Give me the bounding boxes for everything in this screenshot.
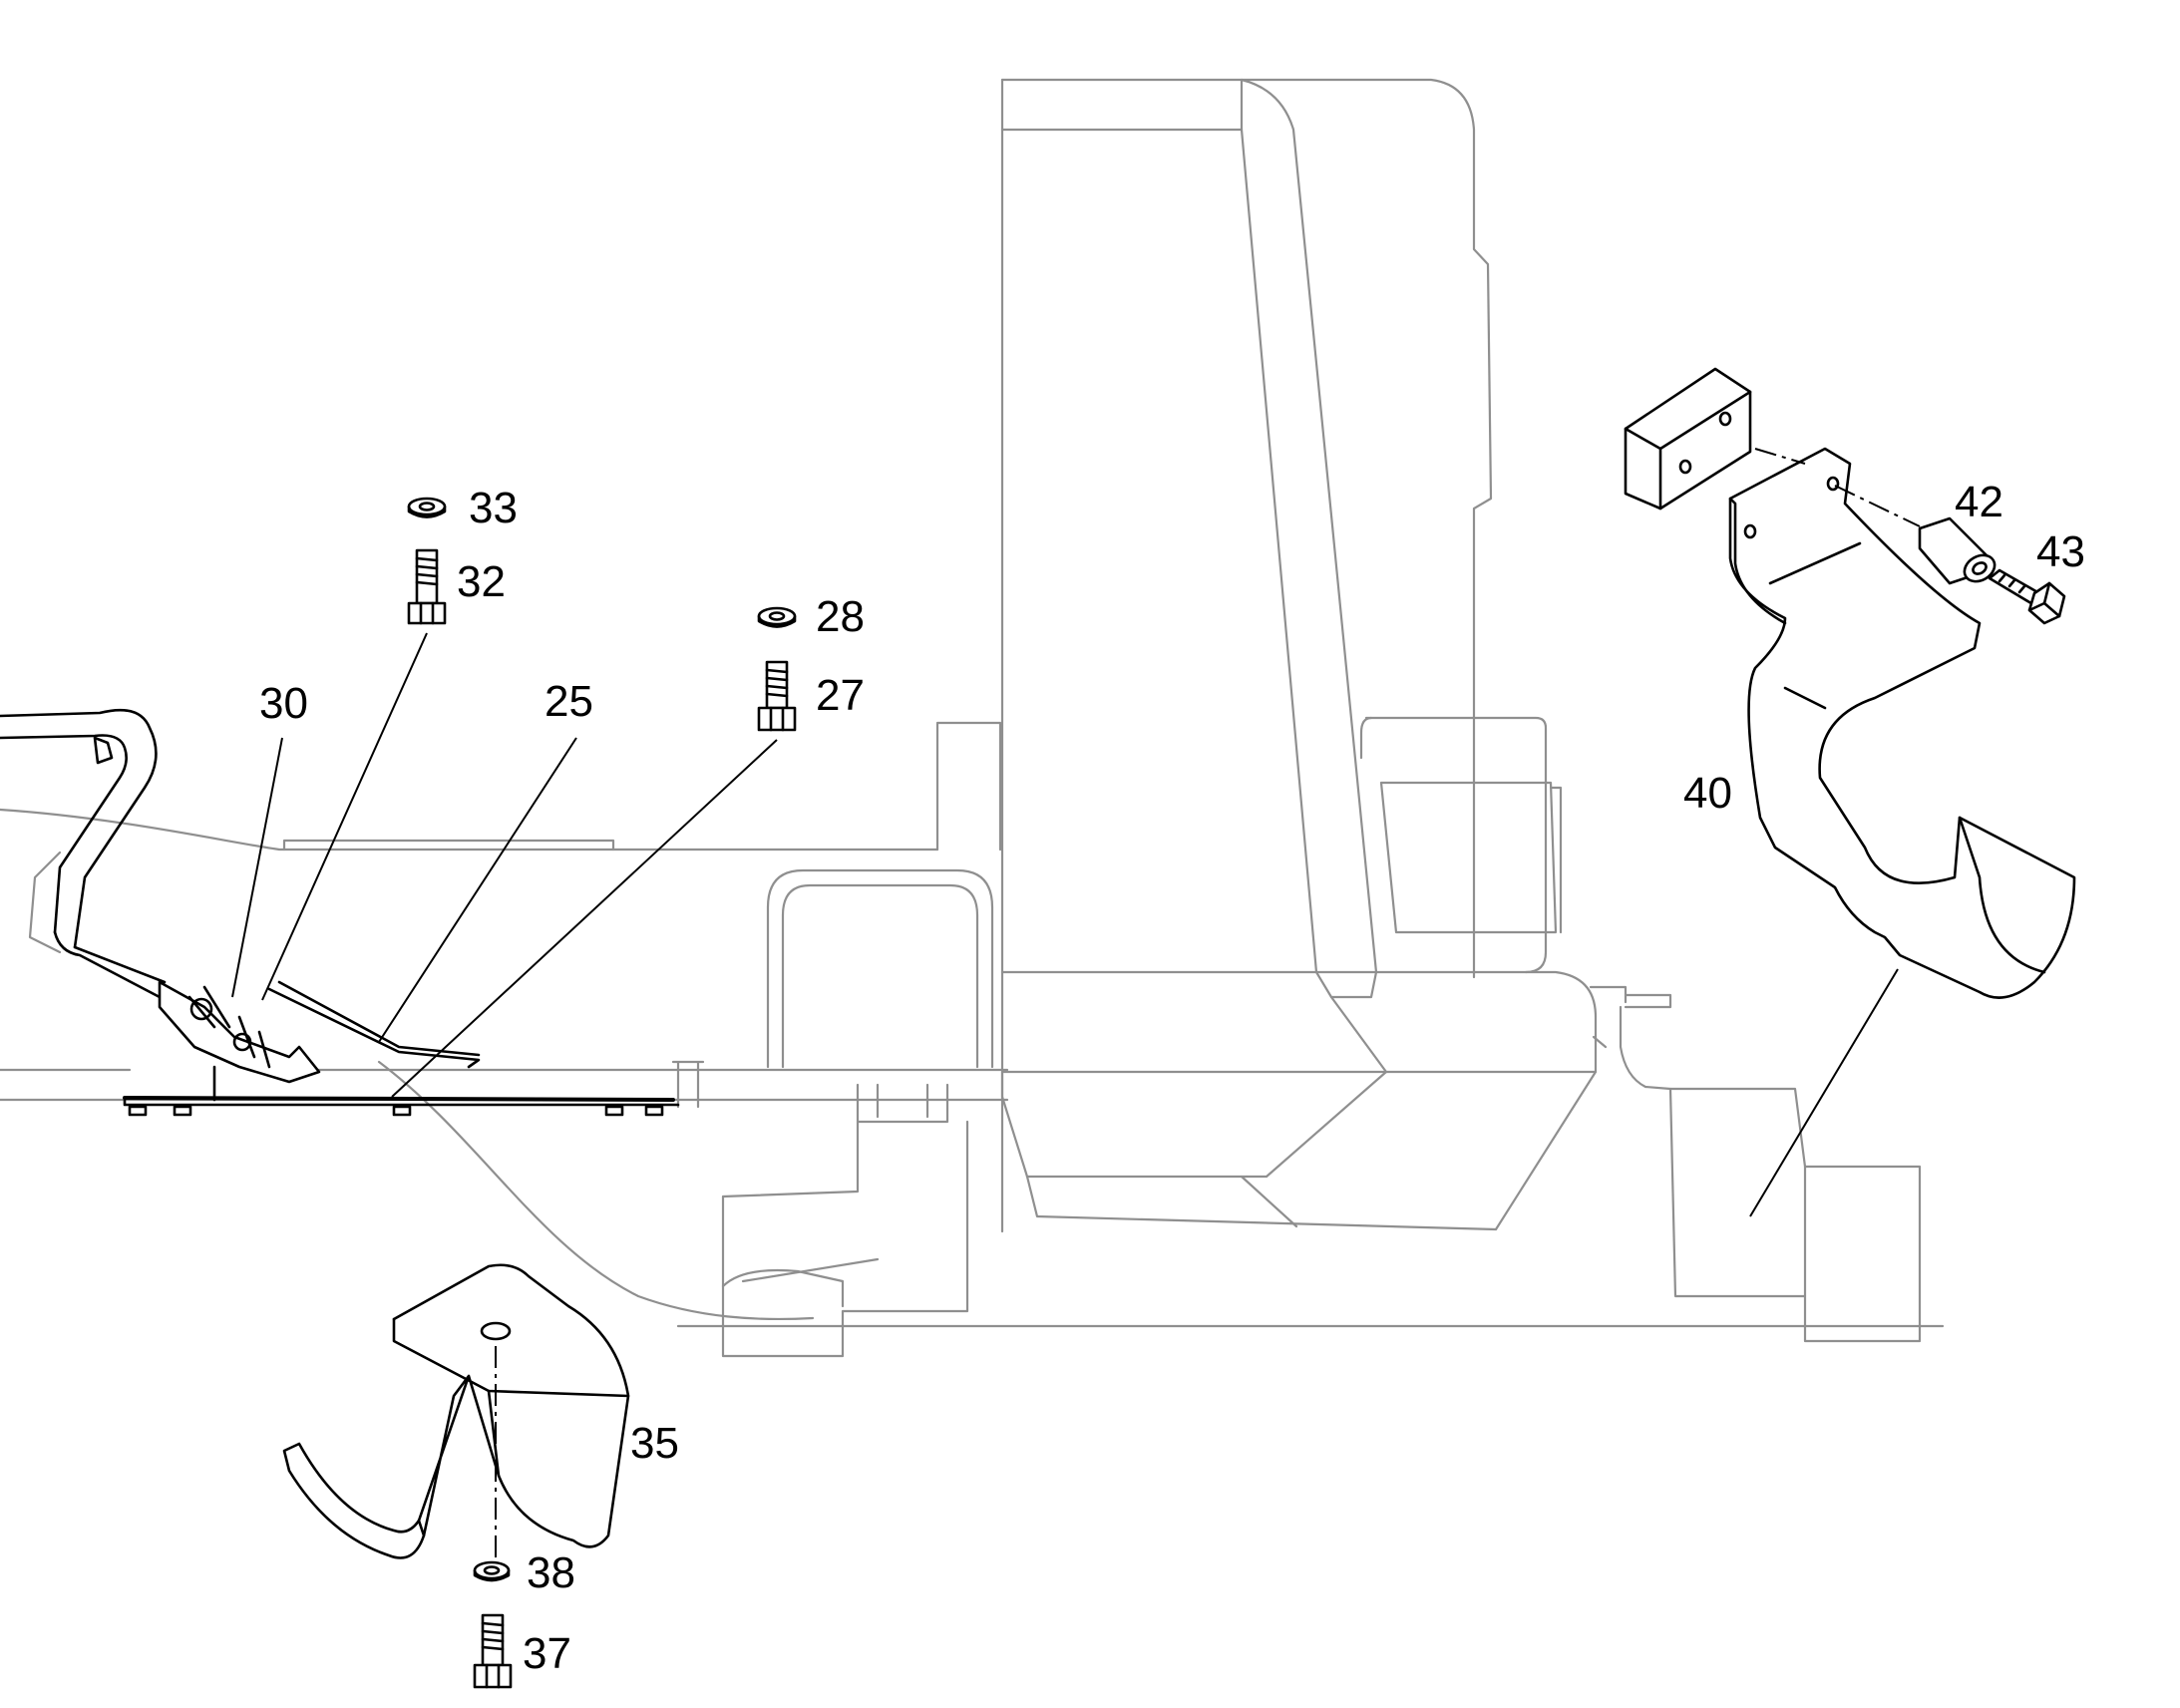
rubber-pad: [1624, 367, 1752, 511]
machine-background-outline: [0, 78, 1945, 1358]
bracket-35: [282, 1263, 630, 1560]
callout-32: 32: [457, 557, 506, 606]
callout-33: 33: [469, 484, 518, 532]
pipe-valve-assembly: [0, 708, 680, 1117]
washer-38: [473, 1560, 511, 1582]
callout-43: 43: [2036, 527, 2085, 576]
bolt-37: [473, 1613, 513, 1689]
base-bolts: [128, 1105, 664, 1117]
leader-lines: [231, 632, 1899, 1217]
callout-42: 42: [1955, 478, 2003, 526]
bolt-27: [757, 660, 797, 732]
callout-25: 25: [545, 677, 593, 726]
callout-38: 38: [527, 1548, 575, 1597]
callout-30: 30: [259, 679, 308, 728]
callout-labels: 33 32 30 25 28 27 35 38 37 40 42 43: [259, 478, 2085, 1678]
callout-40: 40: [1683, 769, 1732, 818]
bracket-40: [1728, 447, 2076, 999]
washer-33: [407, 497, 447, 518]
bolt-43: [1988, 568, 2066, 625]
callout-27: 27: [816, 671, 865, 720]
bolt-32: [407, 548, 447, 625]
washer-28: [757, 606, 797, 628]
callout-35: 35: [630, 1419, 679, 1468]
callout-28: 28: [816, 592, 865, 641]
spacer-42: [1918, 516, 1997, 585]
callout-37: 37: [523, 1629, 571, 1678]
